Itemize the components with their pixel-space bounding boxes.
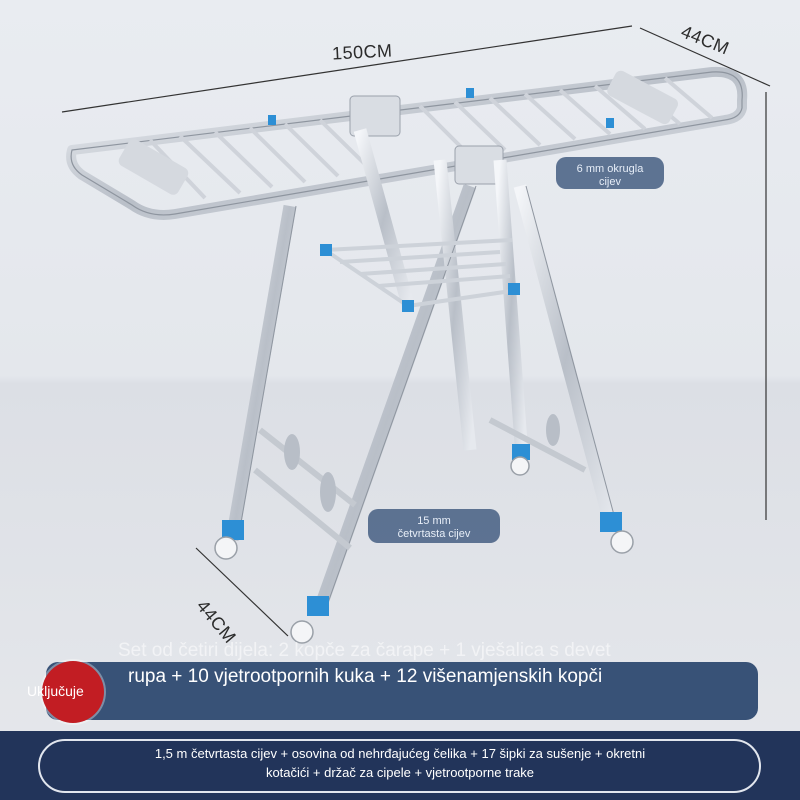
square-tube-callout: 15 mm četvrtasta cijev xyxy=(368,509,500,543)
rack-top-frame xyxy=(66,66,748,220)
center-hinge xyxy=(349,95,504,185)
includes-badge xyxy=(42,661,104,723)
leg-edges xyxy=(237,185,619,615)
caster-wheels xyxy=(214,456,634,644)
shoe-holders xyxy=(284,414,560,512)
features-outline xyxy=(38,739,761,793)
included-items-line-1: Set od četiri dijela: 2 kopče za čarape … xyxy=(118,640,611,661)
included-items-banner xyxy=(46,662,758,720)
dimension-lines xyxy=(61,25,771,637)
square-tube-label: četvrtasta cijev xyxy=(397,528,471,540)
middle-shelf xyxy=(323,238,519,308)
includes-badge-label: Uključuje xyxy=(27,683,84,699)
length-dimension-label: 150CM xyxy=(331,40,393,64)
features-text: 1,5 m četvrtasta cijev + osovina od nehr… xyxy=(62,744,738,782)
cross-braces xyxy=(253,417,587,551)
square-tube-size: 15 mm xyxy=(417,515,451,527)
round-tube-callout: 6 mm okrugla cijev xyxy=(556,157,664,189)
features-line-1: 1,5 m četvrtasta cijev + osovina od nehr… xyxy=(154,746,646,761)
included-items-line-2: rupa + 10 vjetrootpornih kuka + 12 višen… xyxy=(128,666,603,687)
blue-joints xyxy=(222,88,622,616)
features-line-2: kotačići + držač za cipele + vjetrootpor… xyxy=(265,765,535,780)
features-footer xyxy=(0,731,800,800)
